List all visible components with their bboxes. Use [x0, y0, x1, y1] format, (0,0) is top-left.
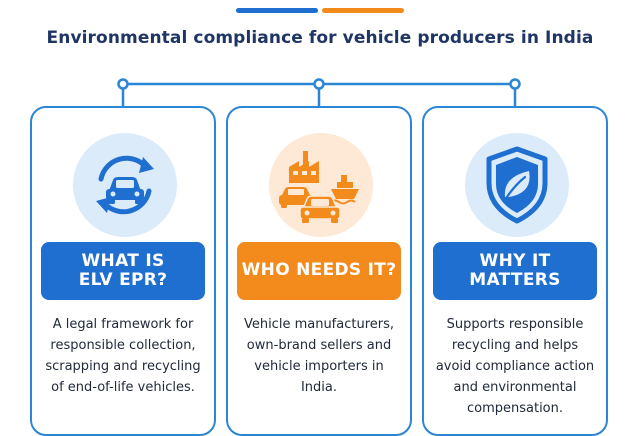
card-label-who-needs-it: WHO NEEDS IT?: [237, 242, 401, 300]
page-title: Environmental compliance for vehicle pro…: [46, 28, 594, 48]
card-label-why-it-matters: WHY IT MATTERS: [433, 242, 597, 300]
top-accent-bar-orange: [322, 8, 404, 13]
card-what-is-elv-epr: WHAT IS ELV EPR? A legal framework for r…: [30, 106, 216, 436]
connector-lines: [117, 78, 521, 106]
card-description: Supports responsible recycling and helps…: [435, 317, 595, 416]
card-why-it-matters: WHY IT MATTERS Supports responsible recy…: [422, 106, 608, 436]
card-description: A legal framework for responsible collec…: [45, 317, 201, 395]
connector-node: [509, 78, 521, 90]
connector-node: [313, 78, 325, 90]
card-who-needs-it: WHO NEEDS IT? Vehicle manufacturers, own…: [226, 106, 412, 436]
shield-leaf-icon: [465, 133, 569, 237]
top-accent-bar-blue: [236, 8, 318, 13]
card-label-what-is-elv-epr: WHAT IS ELV EPR?: [41, 242, 205, 300]
connector-node: [117, 78, 129, 90]
car-recycle-icon: [73, 133, 177, 237]
card-description: Vehicle manufacturers, own-brand sellers…: [243, 317, 395, 395]
factory-vehicles-ship-icon: [269, 133, 373, 237]
